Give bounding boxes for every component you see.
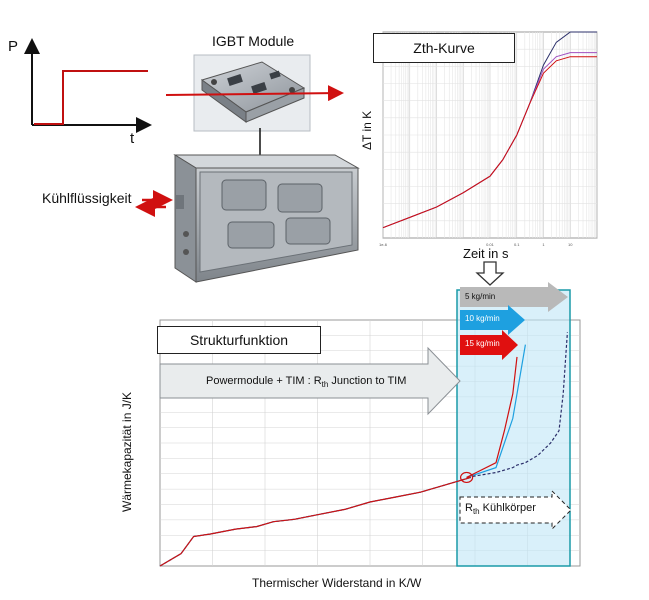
flow-rate-label-10: 10 kg/min	[465, 314, 500, 323]
heatsink-arrow	[459, 489, 572, 531]
module-title: IGBT Module	[212, 33, 295, 49]
heatsink-arrow-text: R	[465, 502, 473, 514]
zth-x-tick-label: 0.01	[486, 242, 495, 247]
heat-flow-arrow	[165, 85, 344, 102]
flow-rate-arrow-5	[460, 282, 568, 312]
structure-title-box: Strukturfunktion	[157, 326, 321, 354]
power-y-axis-label: P	[8, 38, 19, 55]
heatsink-arrow-subscript: th	[472, 507, 480, 517]
power-step-line	[34, 70, 148, 125]
power-x-axis-label: t	[130, 130, 135, 147]
zth-title-box: Zth-Kurve	[373, 33, 515, 63]
zth-chart: 1e-6 0.01 0.1 1 10	[379, 31, 598, 247]
powermodule-arrow-label: Powermodule + TIM : Rth Junction to TIM	[206, 375, 406, 389]
zth-x-axis-label: Zeit in s	[463, 246, 509, 261]
structure-x-axis-label: Thermischer Widerstand in K/W	[252, 576, 422, 590]
zth-series-line-2	[382, 56, 597, 229]
hollow-down-arrow	[475, 261, 505, 286]
coolant-label: Kühlflüssigkeit	[42, 190, 132, 206]
zth-title: Zth-Kurve	[413, 40, 475, 56]
powermodule-arrow-text-end: Junction to TIM	[328, 375, 407, 387]
flow-rate-arrow-15	[460, 330, 518, 360]
zth-x-tick-label: 0.1	[514, 242, 520, 247]
powermodule-tim-arrow	[159, 346, 461, 416]
powermodule-arrow-text: Powermodule + TIM : R	[206, 375, 322, 387]
zth-x-tick-label: 10	[568, 242, 573, 247]
flow-rate-label-15: 15 kg/min	[465, 339, 500, 348]
zth-x-tick-label: 1	[542, 242, 545, 247]
flow-rate-arrow-10	[460, 305, 525, 335]
zth-x-tick-label: 1e-6	[379, 242, 388, 247]
structure-series-line-2	[159, 356, 518, 567]
structure-y-axis-label: Wärmekapazität in J/K	[120, 391, 134, 512]
heatsink-arrow-text-end: Kühlkörper	[479, 502, 536, 514]
coolant-arrows	[135, 190, 173, 217]
structure-title: Strukturfunktion	[189, 332, 289, 348]
heatsink-arrow-label: Rth Kühlkörper	[465, 502, 536, 516]
powermodule-arrow-subscript: th	[321, 380, 329, 390]
cooling-box-image	[173, 154, 360, 283]
power-step-graph	[24, 38, 152, 133]
junction-marker	[460, 471, 474, 484]
flow-rate-label-5: 5 kg/min	[465, 292, 496, 301]
